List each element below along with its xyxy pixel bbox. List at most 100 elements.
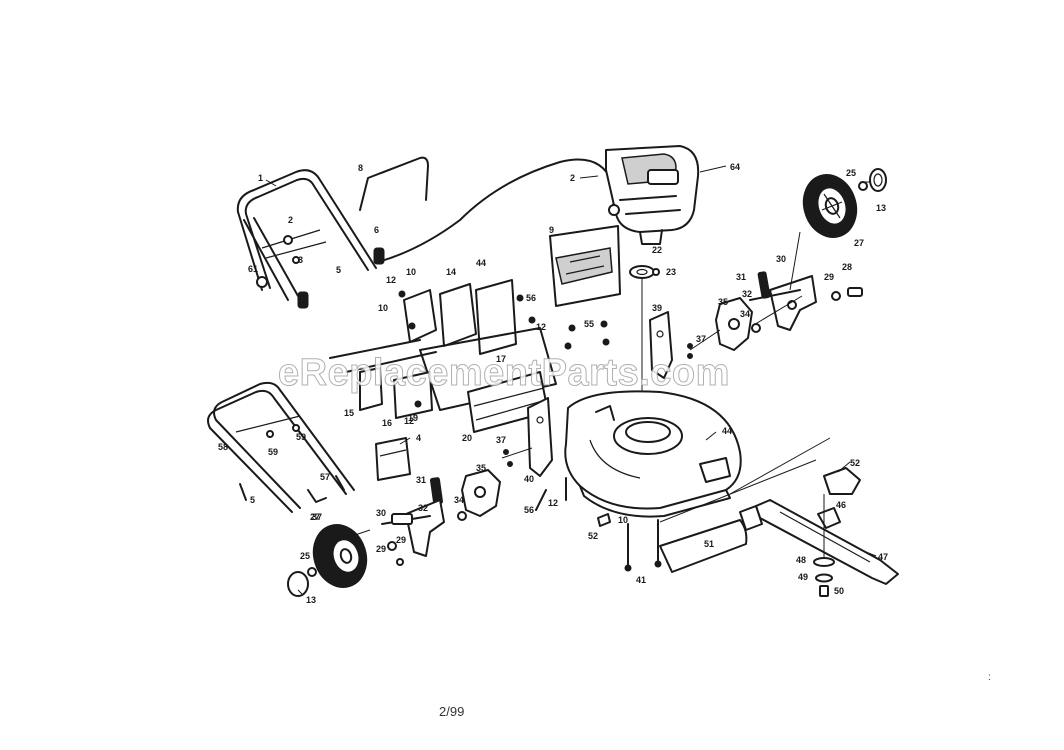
- callout-label: 14: [446, 267, 456, 277]
- assembly-lines: [339, 231, 831, 541]
- callout-label: 49: [798, 572, 808, 582]
- callout-label: 23: [666, 267, 676, 277]
- callout-label: 5: [336, 265, 341, 275]
- callout-label: 12: [536, 322, 546, 332]
- callout-label: 12: [548, 498, 558, 508]
- page-date: 2/99: [439, 704, 465, 719]
- callout-label: 59: [268, 447, 278, 457]
- callout-label: 59: [296, 432, 306, 442]
- callout-label: 9: [549, 225, 554, 235]
- callout-label: 5: [250, 495, 255, 505]
- callout-label: 55: [584, 319, 594, 329]
- callout-label: 29: [824, 272, 834, 282]
- callout-label: 32: [742, 289, 752, 299]
- wheel-hubcap-upper: [858, 168, 887, 192]
- callout-labels: 1 2 2 3 4 5 5 6 8 9 10 10 10 12 12 12 12…: [218, 162, 888, 605]
- callout-label: 50: [834, 586, 844, 596]
- callout-label: 56: [526, 293, 536, 303]
- callout-label: 6: [374, 225, 379, 235]
- blade-hardware: [813, 494, 835, 597]
- rear-wheel-upper: [802, 174, 858, 238]
- callout-label: 10: [378, 303, 388, 313]
- callout-label: 30: [776, 254, 786, 264]
- callout-label: 32: [418, 503, 428, 513]
- callout-label: 56: [524, 505, 534, 515]
- callout-label: 51: [704, 539, 714, 549]
- callout-label: 31: [736, 272, 746, 282]
- callout-label: 25: [846, 168, 856, 178]
- callout-label: 12: [404, 416, 414, 426]
- callout-label: 48: [796, 555, 806, 565]
- axle-plate-right: [715, 297, 761, 351]
- callout-label: 10: [618, 515, 628, 525]
- callout-label: 1: [258, 173, 263, 183]
- lower-handle: [207, 381, 355, 513]
- callout-label: 8: [358, 163, 363, 173]
- callout-label: 13: [876, 203, 886, 213]
- callout-label: 15: [344, 408, 354, 418]
- wheel-hubcap-lower: [287, 571, 309, 597]
- upper-handle-knobs: [256, 235, 385, 309]
- control-bar: [359, 156, 429, 211]
- callout-label: 34: [740, 309, 750, 319]
- engine: [605, 145, 700, 245]
- front-wheel-lower: [307, 524, 368, 588]
- callout-label: 39: [652, 303, 662, 313]
- front-bracket: [503, 397, 567, 511]
- frame-bolts: [398, 290, 610, 408]
- callout-label: 28: [842, 262, 852, 272]
- baffle: [659, 505, 763, 573]
- callout-label: 58: [218, 442, 228, 452]
- callout-label: 35: [718, 297, 728, 307]
- callout-label: 27: [854, 238, 864, 248]
- callout-label: 44: [722, 426, 732, 436]
- callout-label: 64: [730, 162, 740, 172]
- cutting-blade: [755, 499, 899, 585]
- callout-label: 13: [306, 595, 316, 605]
- callout-label: 30: [376, 508, 386, 518]
- callout-label: 41: [636, 575, 646, 585]
- callout-leaders: [265, 165, 877, 595]
- callout-label: 17: [496, 354, 506, 364]
- callout-label: 16: [382, 418, 392, 428]
- callout-label: 44: [476, 258, 486, 268]
- mower-deck: [564, 390, 742, 518]
- callout-label: 61: [248, 264, 258, 274]
- callout-label: 20: [462, 433, 472, 443]
- debris-shield: [375, 437, 411, 481]
- callout-label: 34: [454, 495, 464, 505]
- callout-label: 37: [696, 334, 706, 344]
- corner-mark: :: [988, 672, 991, 683]
- callout-label: 52: [588, 531, 598, 541]
- callout-label: 2: [570, 173, 575, 183]
- axle-plate-left: [457, 469, 501, 521]
- callout-label: 40: [524, 474, 534, 484]
- rear-bracket: [649, 311, 693, 379]
- callout-label: 46: [836, 500, 846, 510]
- callout-label: 3: [298, 255, 303, 265]
- frame-assembly: [329, 279, 557, 433]
- callout-label: 27: [310, 512, 320, 522]
- callout-label: 37: [496, 435, 506, 445]
- callout-label: 12: [386, 275, 396, 285]
- callout-label: 52: [850, 458, 860, 468]
- height-adjuster-front: [381, 477, 445, 566]
- callout-label: 29: [396, 535, 406, 545]
- callout-label: 31: [416, 475, 426, 485]
- callout-label: 22: [652, 245, 662, 255]
- callout-label: 25: [300, 551, 310, 561]
- discharge-door: [549, 225, 621, 307]
- height-adjuster-rear: [749, 271, 863, 331]
- callout-label: 19: [408, 413, 418, 423]
- callout-label: 2: [288, 215, 293, 225]
- callout-label: 10: [406, 267, 416, 277]
- callout-label: 37: [312, 512, 322, 522]
- callout-label: 4: [416, 433, 421, 443]
- callout-label: 57: [320, 472, 330, 482]
- callout-label: 35: [476, 463, 486, 473]
- callout-label: 47: [878, 552, 888, 562]
- callout-label: 29: [376, 544, 386, 554]
- deck-screws: [597, 513, 662, 572]
